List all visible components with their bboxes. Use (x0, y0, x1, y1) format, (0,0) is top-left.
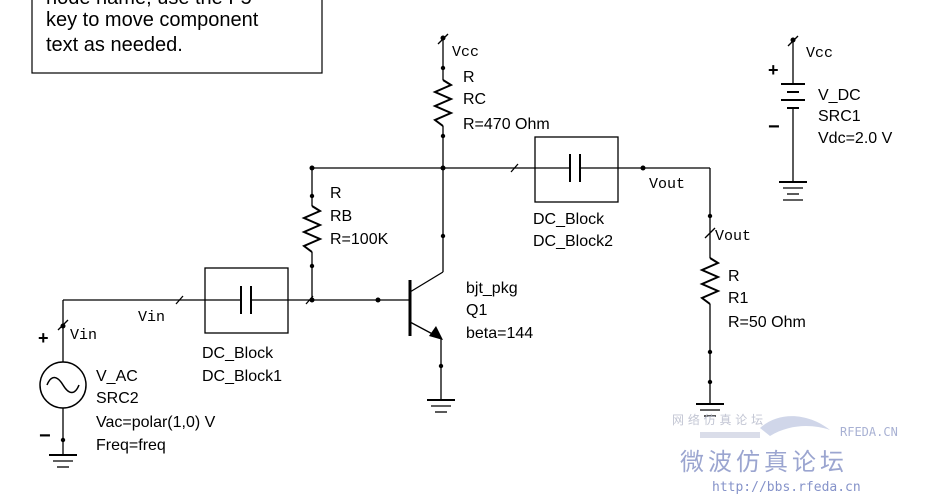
watermark-cn: 微波仿真论坛 (680, 448, 848, 476)
dcblock2-label: DC_Block (533, 211, 605, 228)
input-wire: Vin (57, 295, 205, 362)
vdc-node-label: Vcc (806, 45, 833, 62)
vdc-value: Vdc=2.0 V (818, 130, 893, 147)
vac-label: V_AC (96, 368, 138, 385)
r1-label: R (728, 268, 740, 285)
watermark-url: http://bbs.rfeda.cn (712, 480, 861, 495)
vac-source[interactable]: Vin + − V_AC SRC2 Vac=polar(1,0) V Freq=… (38, 327, 216, 468)
vdc-minus: − (768, 116, 780, 138)
bjt-value: beta=144 (466, 325, 533, 342)
vac-minus: − (39, 425, 51, 447)
note-line-1: node name, use the F5 (46, 0, 252, 9)
rb-label: R (330, 185, 342, 202)
vac-value: Vac=polar(1,0) V (96, 414, 216, 431)
dc-block-2[interactable]: DC_Block DC_Block2 (533, 136, 619, 250)
rb-value: R=100K (330, 231, 389, 248)
vac-name: SRC2 (96, 390, 139, 407)
bjt-label: bjt_pkg (466, 280, 518, 297)
watermark-brand: RFEDA.CN (840, 425, 898, 439)
watermark: 网 络 仿 真 论 坛 RFEDA.CN 微波仿真论坛 http://bbs.r… (672, 412, 898, 495)
resistor-rc[interactable]: Vcc R RC R=470 Ohm (432, 33, 550, 168)
bjt-q1[interactable]: bjt_pkg Q1 beta=144 (408, 271, 533, 413)
dcblock2-name: DC_Block2 (533, 233, 613, 250)
dcblock1-name: DC_Block1 (202, 368, 282, 385)
vac-freq: Freq=freq (96, 437, 166, 454)
rc-node-label: Vcc (452, 44, 479, 61)
r1-name: R1 (728, 290, 749, 307)
vout-wire-label: Vout (649, 176, 685, 193)
r1-node-label: Vout (715, 228, 751, 245)
vdc-name: SRC1 (818, 108, 861, 125)
vdc-source[interactable]: Vcc + − V_DC SRC1 Vdc=2.0 V (768, 35, 893, 201)
output-wire: Vout (618, 165, 716, 258)
r1-value: R=50 Ohm (728, 314, 806, 331)
vac-plus: + (38, 328, 49, 348)
note-line-2: key to move component (46, 9, 259, 31)
resistor-rb[interactable]: R RB R=100K (301, 168, 389, 300)
note-box[interactable]: node name, use the F5 key to move compon… (31, 0, 323, 74)
rb-name: RB (330, 208, 352, 225)
base-wire (288, 295, 410, 305)
vdc-plus: + (768, 60, 779, 80)
vin-wire-label: Vin (138, 309, 165, 326)
vac-node-label: Vin (70, 327, 97, 344)
vdc-label: V_DC (818, 87, 861, 104)
collector-wire (309, 163, 535, 272)
rc-label: R (463, 69, 475, 86)
dc-block-1[interactable]: DC_Block DC_Block1 (202, 267, 289, 385)
rc-name: RC (463, 91, 486, 108)
resistor-r1[interactable]: Vout R R1 R=50 Ohm (696, 228, 806, 417)
dcblock1-label: DC_Block (202, 345, 274, 362)
rc-value: R=470 Ohm (463, 116, 550, 133)
bjt-name: Q1 (466, 302, 487, 319)
note-line-3: text as needed. (46, 34, 183, 56)
watermark-line1: 网 络 仿 真 论 坛 (672, 412, 763, 427)
